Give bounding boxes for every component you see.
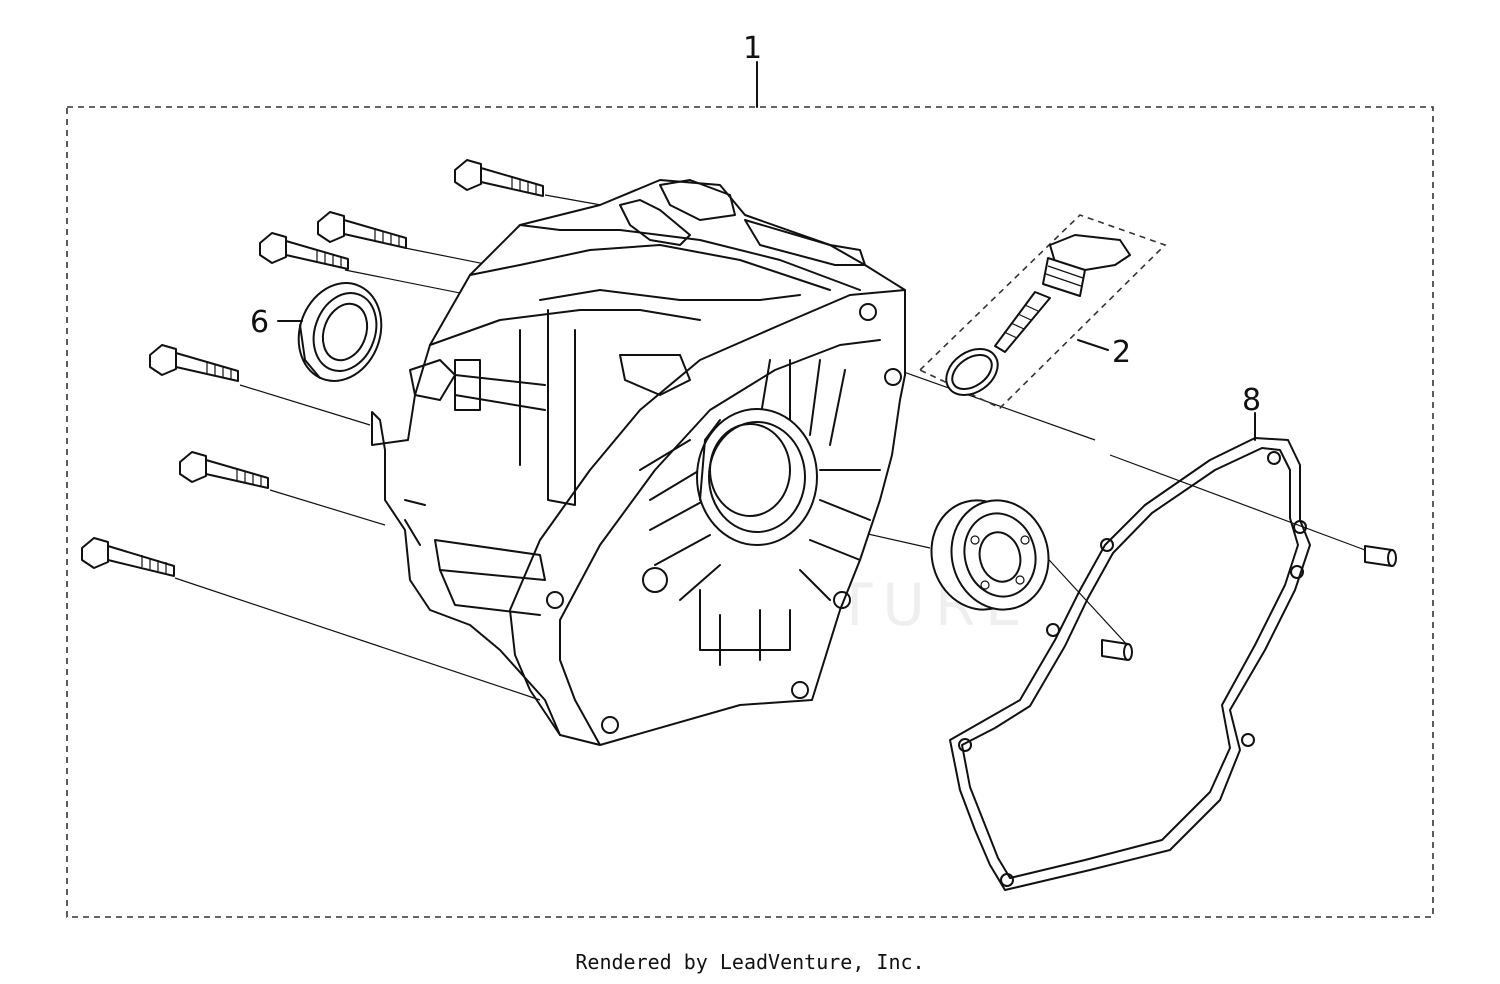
parts-diagram: LEADVENTURE 1 [66, 31, 1434, 918]
oil-seal[interactable] [285, 271, 394, 392]
callout-8[interactable]: 8 [1242, 383, 1261, 418]
bolt-2[interactable] [317, 211, 407, 249]
bolt-4[interactable] [149, 344, 239, 382]
dowel-pin-1[interactable] [1364, 545, 1397, 567]
dipstick-assembly[interactable] [918, 214, 1167, 409]
bolt-6[interactable] [81, 537, 175, 577]
ball-bearing[interactable] [919, 489, 1060, 620]
kit-boundary-box [66, 106, 1434, 918]
callout-2-leader [1077, 339, 1109, 351]
callout-6[interactable]: 6 [250, 305, 269, 340]
crankcase-cover[interactable] [371, 179, 906, 746]
callout-1[interactable]: 1 [743, 31, 762, 66]
callout-2[interactable]: 2 [1112, 335, 1131, 370]
bolt-3[interactable] [259, 232, 349, 270]
bolt-1[interactable] [454, 159, 544, 197]
dowel-pin-2[interactable] [1101, 639, 1133, 661]
footer-credit: Rendered by LeadVenture, Inc. [575, 950, 925, 974]
bolt-5[interactable] [179, 451, 269, 489]
gasket[interactable] [949, 437, 1311, 891]
